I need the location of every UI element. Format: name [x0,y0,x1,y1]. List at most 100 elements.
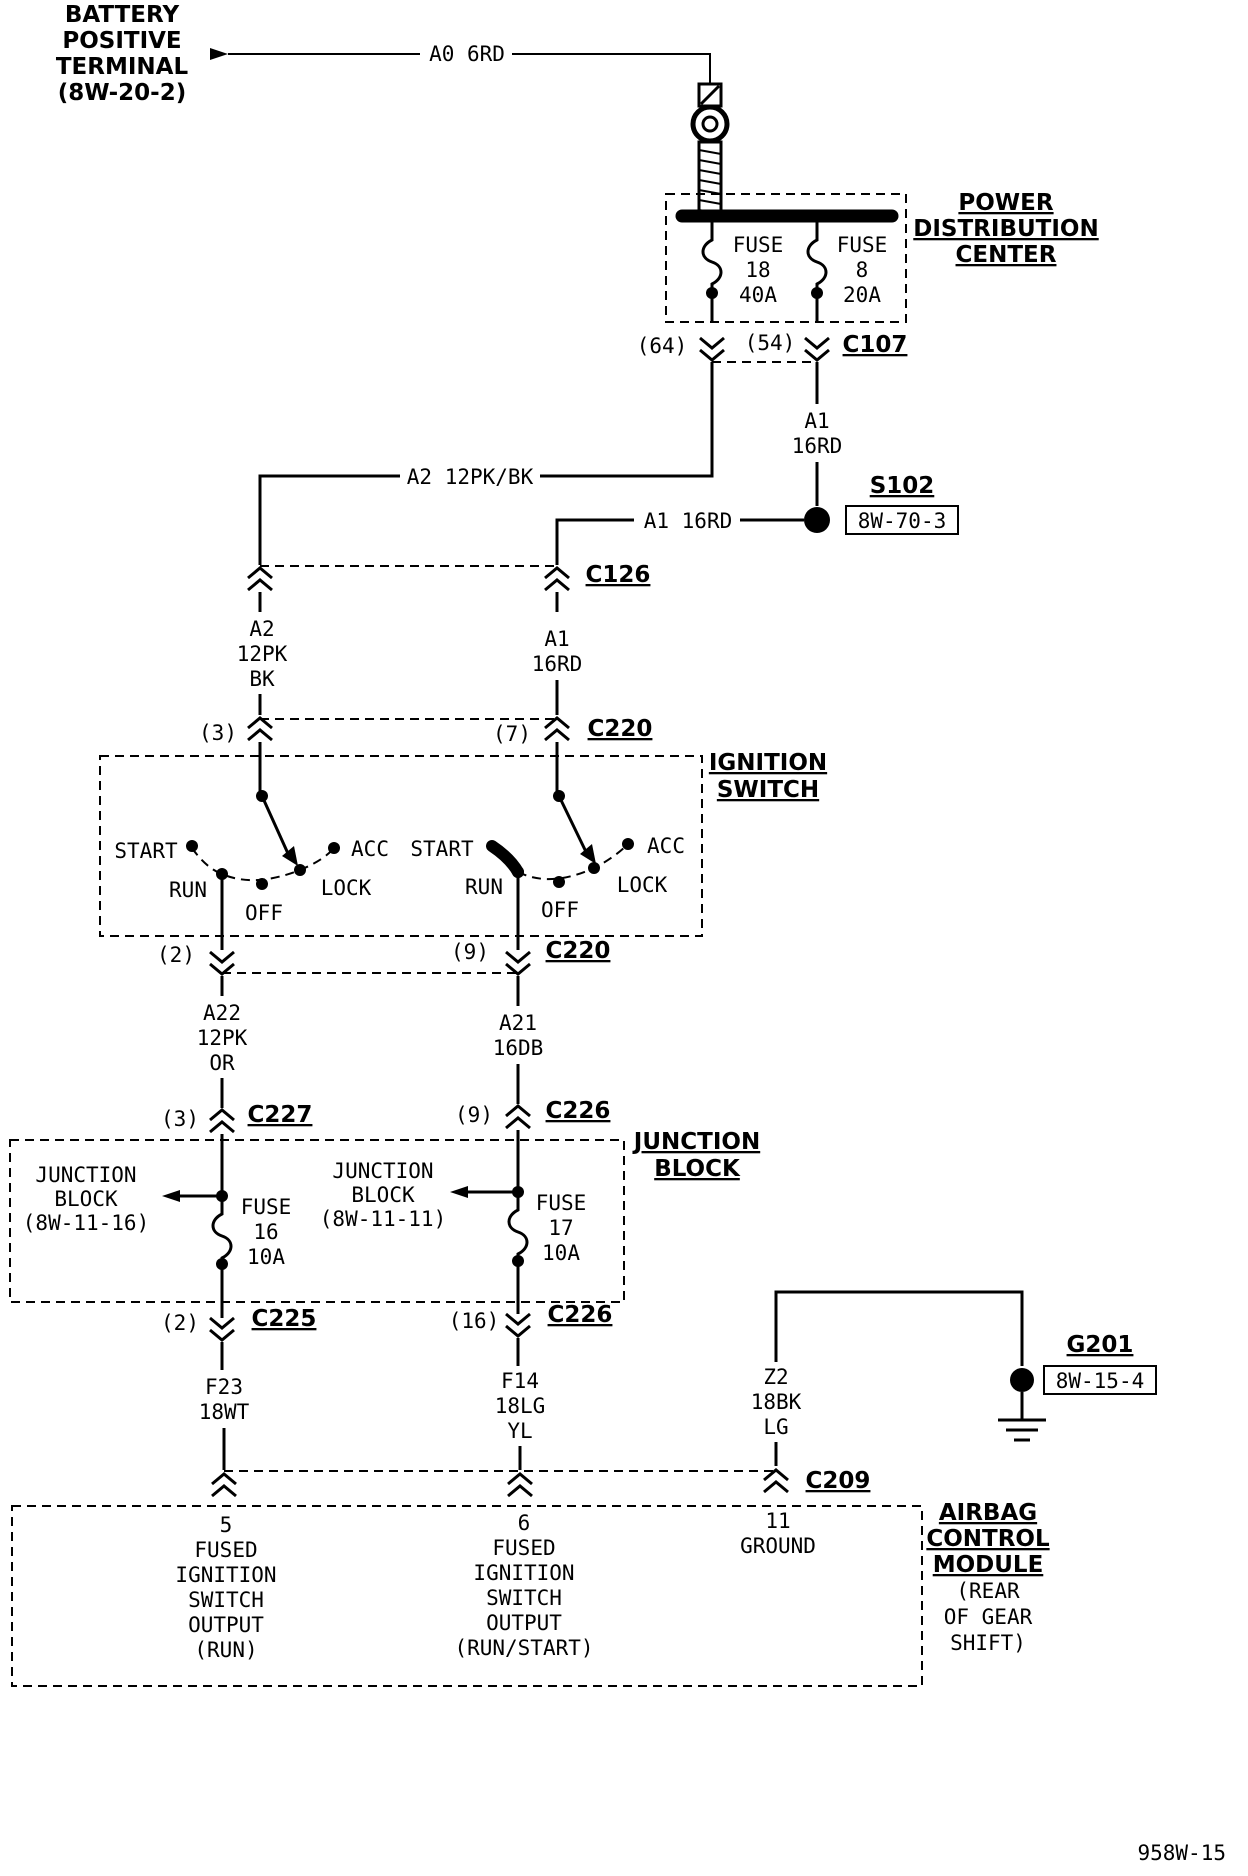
c220-top-label: C220 [588,716,653,742]
arrow-left-icon [210,48,228,60]
acm-location-line2: OF GEAR [944,1605,1033,1629]
fuse-18-label-line2: 18 [745,258,770,282]
splice-dot-icon [1010,1368,1034,1392]
battery-label-line4: (8W-20-2) [58,80,186,106]
wire-a21-line1: A21 [499,1011,537,1035]
ignition-title-line1: IGNITION [709,750,827,776]
acm-pin6-line1: 6 [518,1511,531,1535]
wire-f23-line1: F23 [205,1375,243,1399]
pdc-title-line3: CENTER [956,242,1057,268]
c225-label: C225 [252,1306,317,1332]
junction-title-line2: BLOCK [654,1156,741,1182]
c226-top-label: C226 [546,1098,611,1124]
right-acc-label: ACC [647,834,685,858]
left-run-label: RUN [169,878,207,902]
c226-pin-16: (16) [449,1309,500,1333]
acm-pin6-line5: OUTPUT [486,1611,562,1635]
wire-a1-splice: A1 16RD [555,509,804,565]
wire-a2-c126: A2 12PK BK [237,592,288,715]
c126-label: C126 [586,562,651,588]
wire-f23-line2: 18WT [199,1400,250,1424]
ignition-switch: IGNITION SWITCH START RUN OFF LOCK ACC S… [99,742,827,950]
acm-pin5-line2: FUSED [194,1538,257,1562]
switch-arm-arrow-icon [580,844,596,864]
pdc-title-line2: DISTRIBUTION [913,216,1098,242]
fuse-8-label-line2: 8 [856,258,869,282]
wire-a1-c126-line1: A1 [544,627,569,651]
arrow-left-icon [162,1190,180,1202]
connector-c209: C209 [211,1468,871,1498]
acm-pin6-line4: SWITCH [486,1586,562,1610]
splice-s102: S102 8W-70-3 [804,473,959,535]
fuse-18-label-line1: FUSE [733,233,784,257]
wire-a21-line2: 16DB [493,1036,544,1060]
right-junction-ref-line2: BLOCK [351,1183,415,1207]
wire-a2-c126-line2: 12PK [237,642,288,666]
fuse-8-label-line3: 20A [843,283,881,307]
wire-f14-line3: YL [507,1419,532,1443]
arrow-left-icon [450,1186,468,1198]
ground-symbol-icon [998,1418,1046,1442]
c220-pin-3: (3) [199,721,237,745]
pdc-title-line1: POWER [958,190,1053,216]
fuse-16-label-line2: 16 [253,1220,278,1244]
fuse-8-icon [806,222,828,292]
wire-a0: A0 6RD [210,42,711,84]
acm-pin11-line2: GROUND [740,1534,816,1558]
g201-ref: 8W-15-4 [1056,1369,1145,1393]
connector-c126: C126 [247,562,651,592]
left-junction-ref-line2: BLOCK [54,1187,118,1211]
power-distribution-center: FUSE 18 40A FUSE 8 20A POWER DISTRIBUTIO… [665,190,1099,323]
connector-c227: (3) C227 [161,1102,313,1134]
wire-a22-line1: A22 [203,1001,241,1025]
battery-label-line3: TERMINAL [56,54,189,80]
right-start-label: START [410,837,474,861]
wire-z2-line3: LG [763,1415,788,1439]
c225-pin-2: (2) [161,1311,199,1335]
c220-pin-9: (9) [451,940,489,964]
wire-f14-line1: F14 [501,1369,539,1393]
right-lock-label: LOCK [617,873,668,897]
airbag-control-module: AIRBAG CONTROL MODULE (REAR OF GEAR SHIF… [11,1500,1050,1687]
left-junction-ref-line3: (8W-11-16) [23,1211,149,1235]
fuse-16-label-line1: FUSE [241,1195,292,1219]
connector-c220-bottom: (2) (9) C220 [157,938,610,976]
left-off-label: OFF [245,901,283,925]
left-junction-ref-line1: JUNCTION [35,1163,136,1187]
wire-f14-line2: 18LG [495,1394,546,1418]
c227-label: C227 [248,1102,313,1128]
left-lock-label: LOCK [321,876,372,900]
wire-a2-c126-line3: BK [249,667,275,691]
wire-a21: A21 16DB [493,976,544,1104]
wire-a1-c107-label-line2: 16RD [792,434,843,458]
fuse-17-label-line1: FUSE [536,1191,587,1215]
wire-a0-label: A0 6RD [429,42,505,66]
connector-c226-top: (9) C226 [455,1098,611,1130]
acm-location-line3: SHIFT) [950,1631,1026,1655]
battery-positive-terminal-label: BATTERY POSITIVE TERMINAL (8W-20-2) [56,2,189,106]
acm-pin6-line6: (RUN/START) [454,1636,593,1660]
wire-a22: A22 12PK OR [197,976,248,1108]
wire-a1-c126: A1 16RD [532,592,583,715]
acm-pin6-line2: FUSED [492,1536,555,1560]
acm-pin5-line4: SWITCH [188,1588,264,1612]
ignition-title-line2: SWITCH [717,777,819,803]
wire-a1-c126-line2: 16RD [532,652,583,676]
g201-label: G201 [1067,1332,1134,1358]
acm-pin5-line5: OUTPUT [188,1613,264,1637]
c220-pin-7: (7) [493,722,531,746]
splice-dot-icon [804,507,830,533]
battery-label-line1: BATTERY [65,2,180,28]
c226-pin-9: (9) [455,1103,493,1127]
fuse-17-icon [507,1192,529,1260]
acm-pin5-line6: (RUN) [194,1638,257,1662]
switch-arm-arrow-icon [282,846,298,866]
fuse-17-label-line2: 17 [548,1216,573,1240]
diagram-code: 958W-15 [1137,1841,1226,1865]
fuse-18-icon [701,222,723,292]
acm-title-line1: AIRBAG [939,1500,1037,1526]
connector-c107: (64) (54) C107 [637,331,907,363]
wire-a22-line2: 12PK [197,1026,248,1050]
c209-label: C209 [806,1468,871,1494]
junction-title-line1: JUNCTION [632,1129,760,1155]
